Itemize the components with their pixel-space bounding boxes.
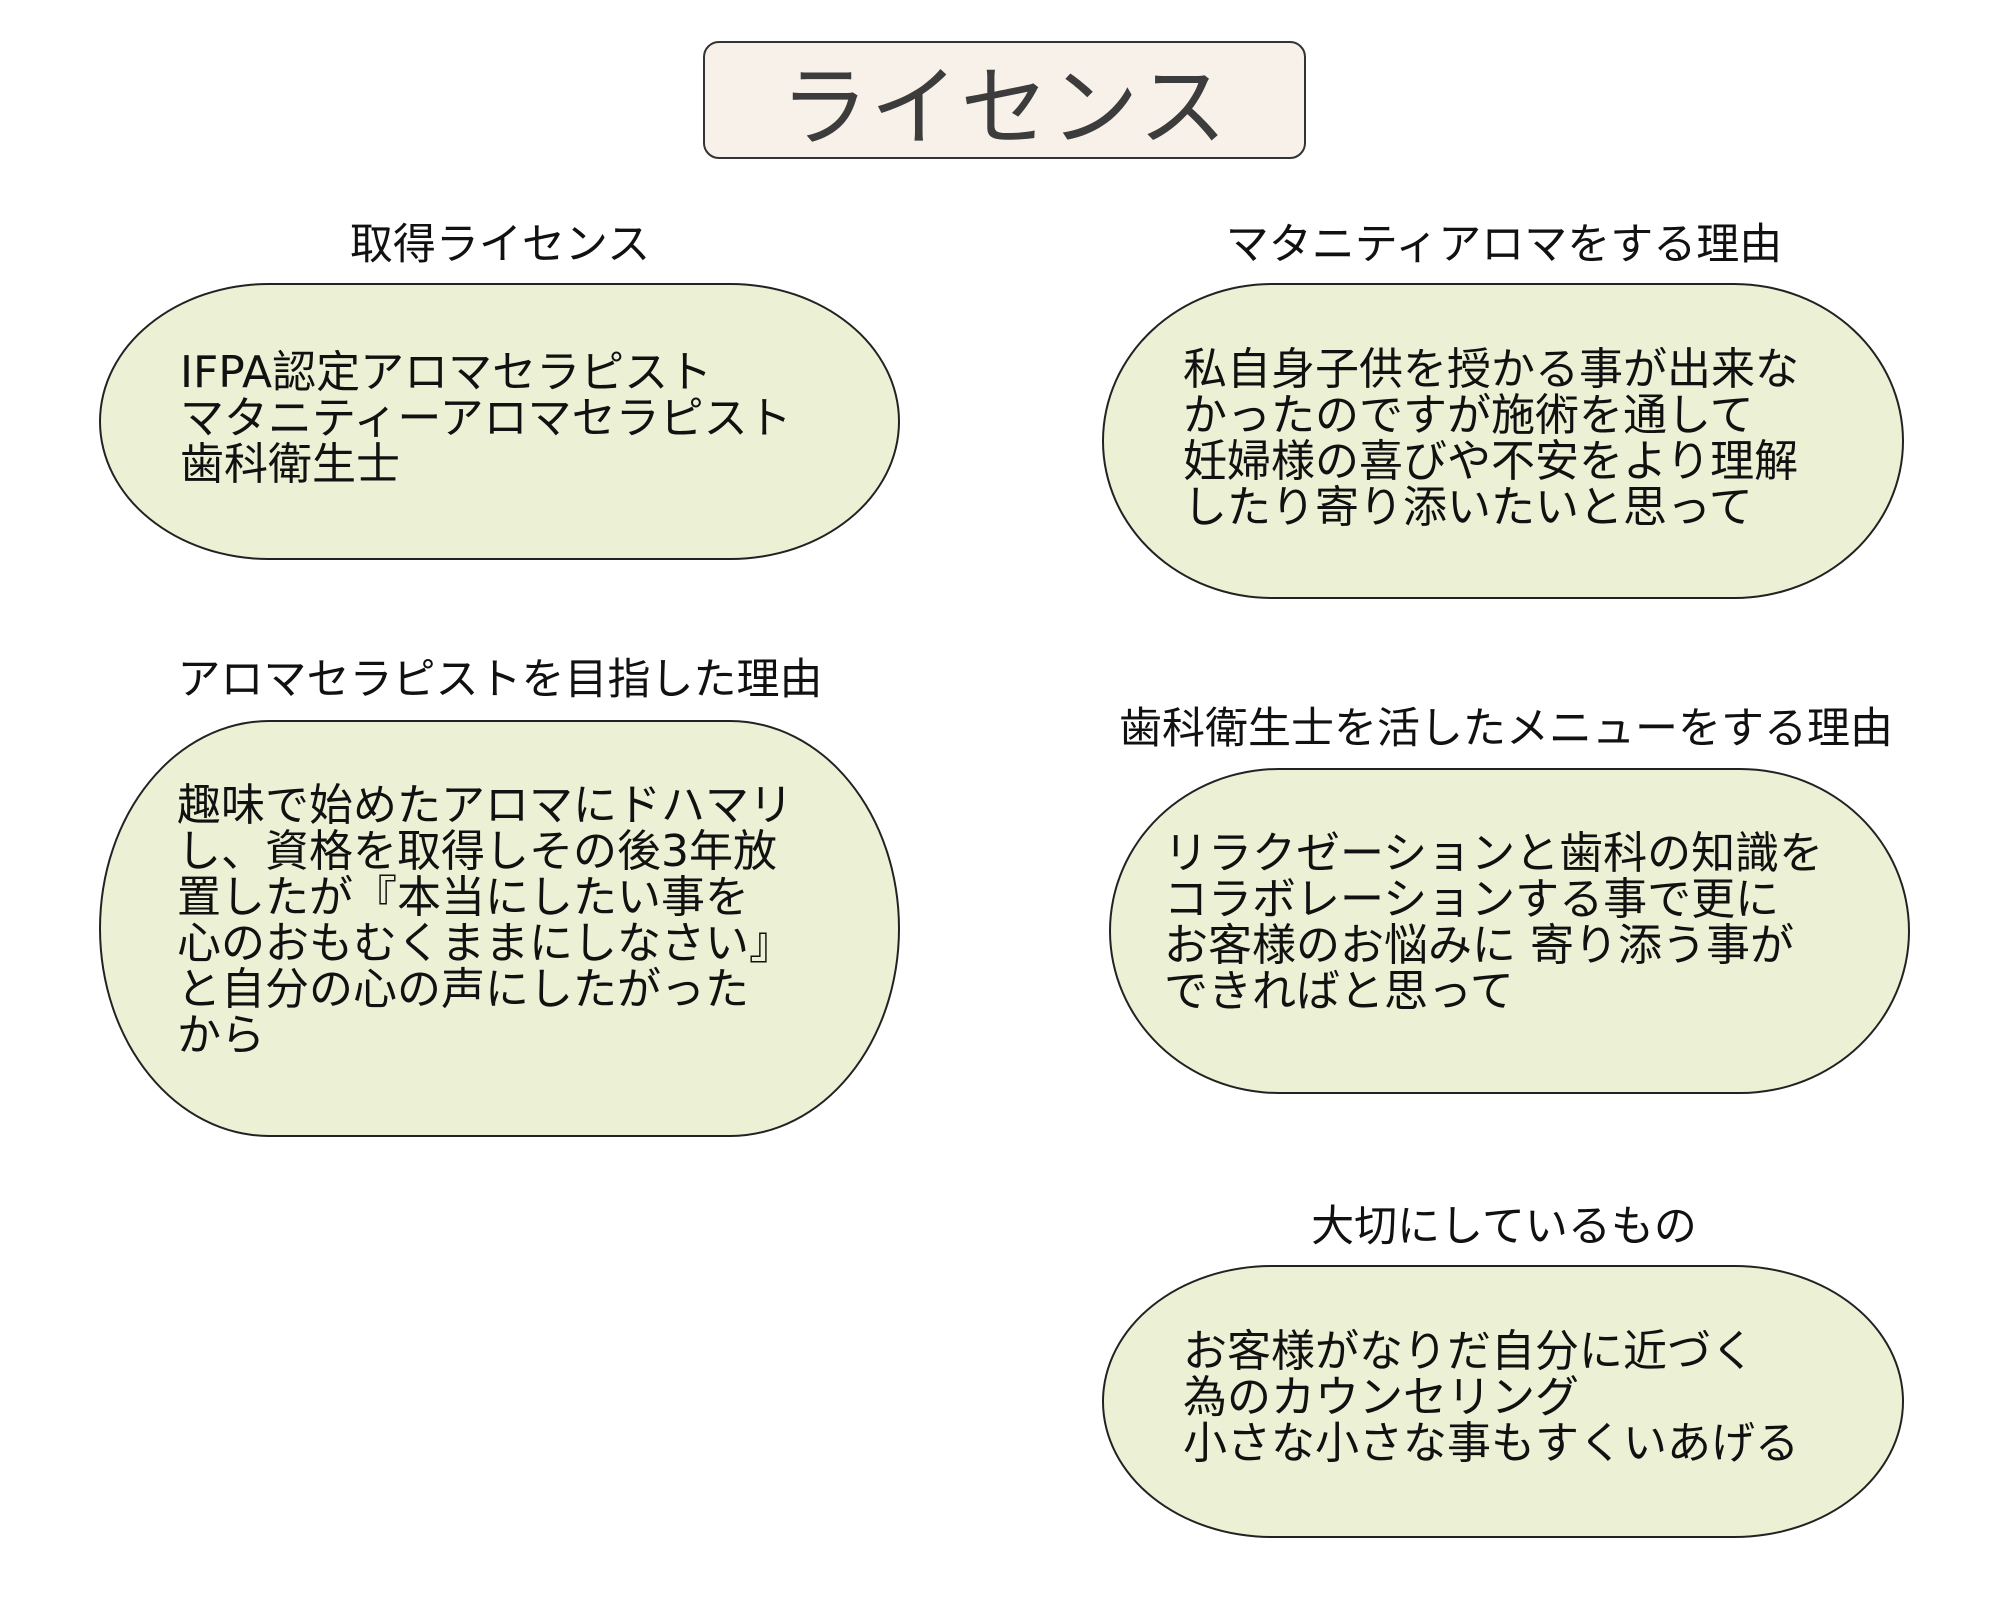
- text-line: かったのですが施術を通して: [1183, 390, 1754, 441]
- text-line: お客様がなりだ自分に近づく: [1183, 1326, 1755, 1377]
- text-line: 小さな小さな事もすくいあげる: [1183, 1418, 1799, 1469]
- dental-menu-reason-text: リラクゼーションと歯科の知識をコラボレーションする事で更にお客様のお悩みに 寄り…: [1164, 831, 1823, 1015]
- heading-licenses: 取得ライセンス: [349, 220, 651, 270]
- pill-values: [1102, 1265, 1904, 1538]
- text-line: リラクゼーションと歯科の知識を: [1164, 828, 1824, 879]
- text-line: し、資格を取得しその後3年放: [177, 826, 777, 877]
- heading-therapist-reason: アロマセラピストを目指した理由: [177, 655, 823, 705]
- text-line: 歯科衛生士: [180, 439, 400, 490]
- pill-dental-menu-reason: [1109, 768, 1910, 1094]
- licenses-text: IFPA認定アロマセラピストマタニティーアロマセラピスト歯科衛生士: [180, 350, 792, 488]
- text-line: から: [177, 1010, 265, 1061]
- heading-dental-menu-reason: 歯科衛生士を活したメニューをする理由: [1119, 704, 1893, 754]
- text-line: お客様のお悩みに 寄り添う事が: [1164, 920, 1794, 971]
- text-line: できればと思って: [1164, 966, 1514, 1017]
- title-box: ライセンス: [703, 41, 1306, 159]
- text-line: 為のカウンセリング: [1183, 1372, 1579, 1423]
- text-line: コラボレーションする事で更に: [1164, 874, 1780, 925]
- therapist-reason-text: 趣味で始めたアロマにドハマリし、資格を取得しその後3年放置したが『本当にしたい事…: [177, 783, 793, 1059]
- text-line: 置したが『本当にしたい事を: [177, 872, 749, 923]
- text-line: 妊婦様の喜びや不安をより理解: [1183, 436, 1799, 487]
- page-title: ライセンス: [780, 55, 1229, 159]
- text-line: 心のおもむくままにしなさい』: [177, 918, 793, 969]
- heading-values: 大切にしているもの: [1311, 1202, 1697, 1252]
- text-line: 私自身子供を授かる事が出来な: [1183, 344, 1799, 395]
- text-line: IFPA認定アロマセラピスト: [180, 347, 713, 398]
- pill-maternity-reason: [1102, 283, 1904, 599]
- text-line: マタニティーアロマセラピスト: [180, 393, 792, 444]
- text-line: 趣味で始めたアロマにドハマリ: [177, 780, 793, 831]
- pill-therapist-reason: [99, 720, 900, 1137]
- values-text: お客様がなりだ自分に近づく為のカウンセリング小さな小さな事もすくいあげる: [1183, 1329, 1799, 1467]
- text-line: したり寄り添いたいと思って: [1183, 482, 1753, 533]
- pill-licenses: [99, 283, 900, 560]
- text-line: と自分の心の声にしたがった: [177, 964, 749, 1015]
- maternity-reason-text: 私自身子供を授かる事が出来なかったのですが施術を通して妊婦様の喜びや不安をより理…: [1183, 347, 1799, 531]
- heading-maternity-reason: マタニティアロマをする理由: [1225, 220, 1783, 270]
